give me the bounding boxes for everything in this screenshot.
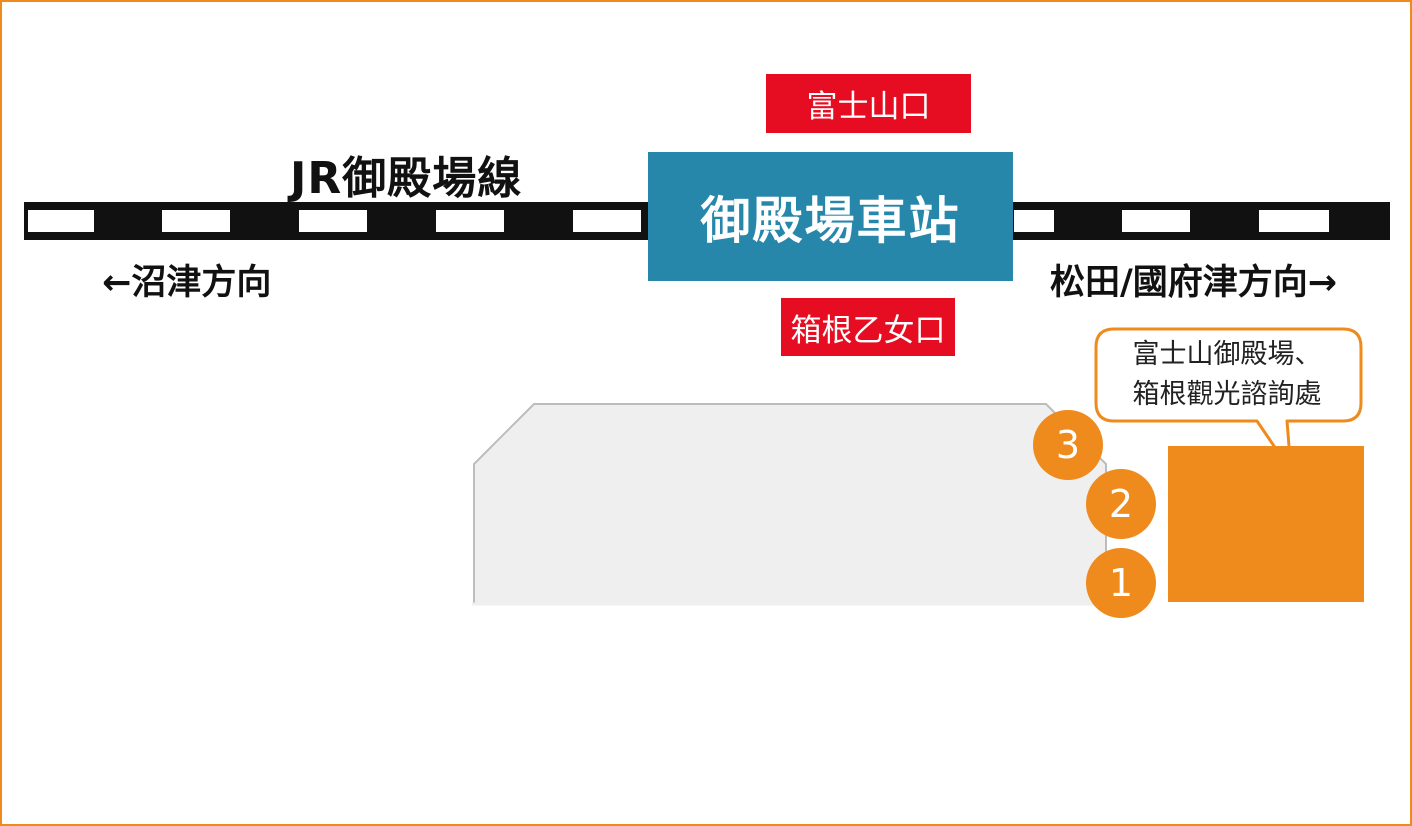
marker-1: 1 [1086,548,1156,618]
tourist-info-line-1: 富士山御殿場、 [1132,339,1322,370]
marker-2: 2 [1086,469,1156,539]
exit-fujisan-label: 富士山口 [766,74,971,133]
railway-line-label: JR御殿場線 [290,153,523,204]
direction-left-label: ←沼津方向 [102,263,272,303]
tourist-info-building [1168,446,1364,602]
station-name: 御殿場車站 [648,152,1013,281]
direction-right-label: 松田/國府津方向→ [1050,263,1338,303]
tourist-info-text: 富士山御殿場、 箱根觀光諮詢處 [1095,329,1359,421]
tourist-info-line-2: 箱根觀光諮詢處 [1132,379,1322,410]
exit-hakone-label: 箱根乙女口 [781,298,955,356]
marker-3: 3 [1033,410,1103,480]
